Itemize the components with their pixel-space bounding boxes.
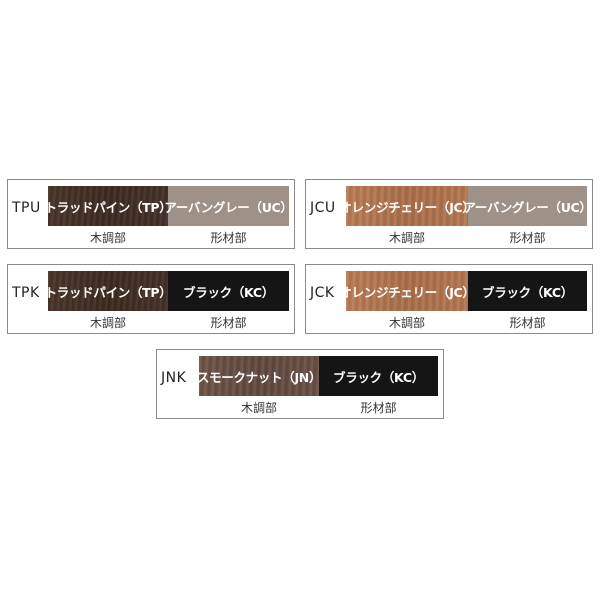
frame-caption: 形材部: [360, 401, 397, 415]
variant-code: TPU: [12, 200, 41, 216]
wood-caption: 木調部: [388, 316, 425, 330]
variant-code: TPK: [12, 285, 40, 301]
variant-code: JCU: [310, 200, 336, 216]
frame-label: アーバングレー（UC）: [463, 199, 592, 215]
wood-caption: 木調部: [89, 231, 126, 245]
variant-card-tpu: TPU トラッドパイン（TP） アーバングレー（UC） 木調部 形材部: [7, 179, 295, 249]
wood-label: オレンジチェリー（JC）: [339, 199, 475, 215]
wood-swatch: トラッドパイン（TP）: [45, 271, 172, 311]
frame-swatch: アーバングレー（UC）: [164, 186, 293, 226]
frame-swatch: アーバングレー（UC）: [463, 186, 592, 226]
frame-swatch: ブラック（KC）: [319, 356, 438, 396]
wood-caption: 木調部: [240, 401, 277, 415]
wood-swatch: オレンジチェリー（JC）: [339, 271, 475, 311]
wood-label: トラッドパイン（TP）: [44, 199, 172, 215]
variant-card-tpk: TPK トラッドパイン（TP） ブラック（KC） 木調部 形材部: [7, 264, 295, 334]
frame-swatch: ブラック（KC）: [468, 271, 587, 311]
frame-label: ブラック（KC）: [183, 284, 274, 300]
wood-label: スモークナット（JN）: [196, 369, 322, 385]
wood-swatch: トラッドパイン（TP）: [45, 186, 172, 226]
wood-swatch: オレンジチェリー（JC）: [339, 186, 475, 226]
variant-code: JNK: [161, 370, 187, 386]
frame-label: ブラック（KC）: [482, 284, 573, 300]
frame-label: アーバングレー（UC）: [164, 199, 293, 215]
wood-caption: 木調部: [89, 316, 126, 330]
frame-label: ブラック（KC）: [333, 369, 424, 385]
variant-card-jnk: JNK スモークナット（JN） ブラック（KC） 木調部 形材部: [156, 349, 444, 419]
wood-label: オレンジチェリー（JC）: [339, 284, 475, 300]
wood-label: トラッドパイン（TP）: [44, 284, 172, 300]
wood-swatch: スモークナット（JN）: [196, 356, 322, 396]
variant-card-jck: JCK オレンジチェリー（JC） ブラック（KC） 木調部 形材部: [305, 264, 593, 334]
variant-code: JCK: [310, 285, 335, 301]
frame-caption: 形材部: [210, 316, 247, 330]
frame-caption: 形材部: [509, 231, 546, 245]
variant-card-jcu: JCU オレンジチェリー（JC） アーバングレー（UC） 木調部 形材部: [305, 179, 593, 249]
wood-caption: 木調部: [388, 231, 425, 245]
frame-swatch: ブラック（KC）: [168, 271, 289, 311]
frame-caption: 形材部: [210, 231, 247, 245]
frame-caption: 形材部: [509, 316, 546, 330]
